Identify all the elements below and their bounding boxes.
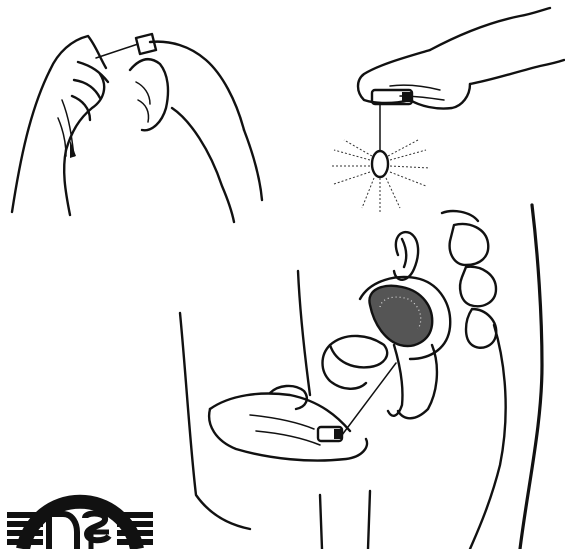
hand-back: [210, 394, 350, 431]
pelvic-cross-section-svg: [170, 195, 565, 549]
applicator-cap: [136, 34, 156, 54]
swab-grip: [402, 92, 412, 102]
uterus: [360, 277, 450, 359]
hand-outline: [358, 50, 430, 103]
dse-logo: [5, 468, 155, 549]
vaginal-canal: [388, 345, 403, 416]
hand-fingers: [390, 85, 444, 100]
left-hand-top: [50, 36, 106, 70]
front-body-outline: [180, 313, 250, 529]
right-hand-knuckles: [136, 82, 150, 122]
swab-tip: [372, 151, 388, 177]
abdomen-outline: [298, 271, 310, 395]
forearm-bottom: [470, 60, 564, 84]
hand-spraying-swab-drawing: [320, 0, 565, 220]
left-forearm-outline: [12, 70, 50, 212]
inserting-hand: [209, 363, 396, 461]
hand-palm: [209, 409, 367, 461]
logo-letters: [49, 514, 109, 549]
bladder: [330, 336, 387, 367]
forearm-top: [430, 8, 550, 50]
sigmoid-inner: [402, 239, 406, 267]
right-hand-back: [150, 42, 244, 130]
left-forearm-inner: [64, 150, 70, 215]
rectum: [398, 345, 437, 418]
buttock-outline: [470, 325, 506, 549]
applicator-stick: [96, 44, 138, 58]
pelvic-cross-section-drawing: [170, 195, 565, 549]
hand-spraying-swab-svg: [320, 0, 565, 220]
applicator-plunger: [334, 429, 342, 439]
thigh-lines: [320, 491, 370, 549]
applicator-stem: [342, 363, 396, 435]
right-forearm-back: [244, 130, 262, 200]
hand-fingers: [250, 415, 320, 445]
back-outline: [520, 205, 542, 549]
dse-logo-svg: [5, 468, 155, 549]
